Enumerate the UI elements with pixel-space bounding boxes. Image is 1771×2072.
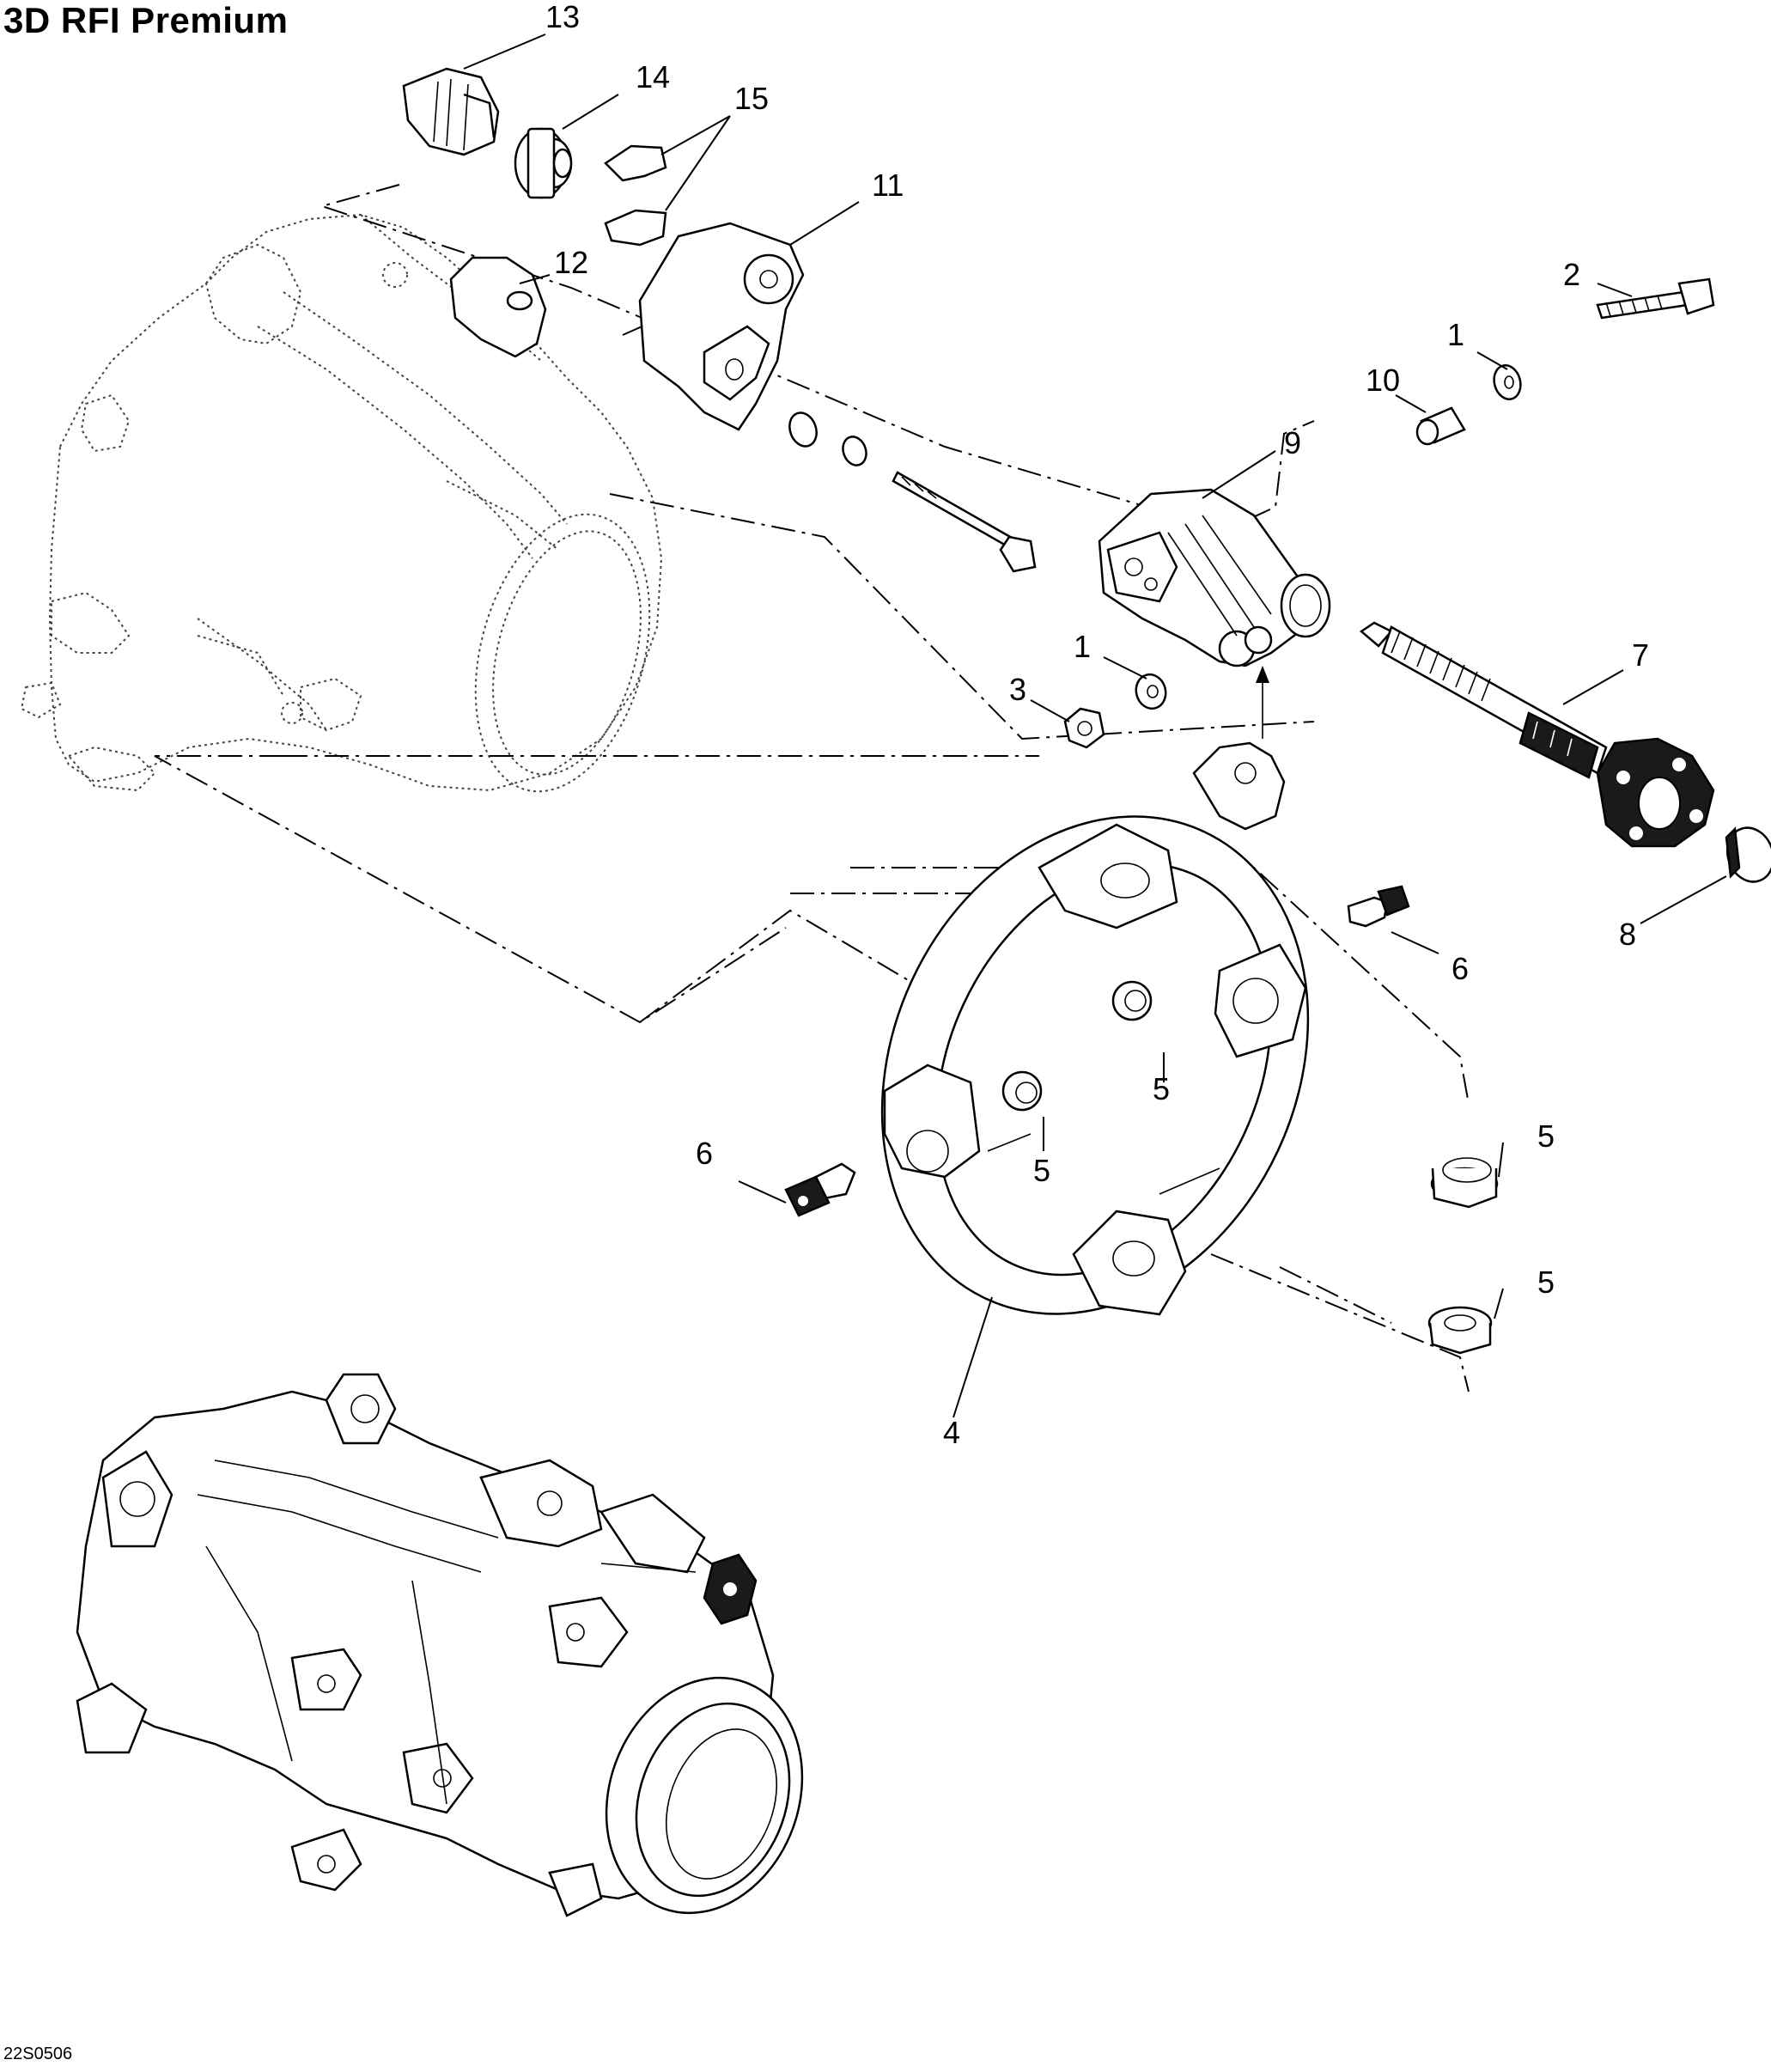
callout-5-right-lower: 5 xyxy=(1537,1265,1555,1300)
callout-1-upper: 1 xyxy=(1447,317,1464,352)
part-15-split-bushings xyxy=(604,144,667,247)
part-6-screw-lower xyxy=(784,1162,856,1217)
part-8-cap xyxy=(1725,826,1771,883)
callout-1-lower: 1 xyxy=(1074,629,1091,664)
part-4-steering-ring xyxy=(880,741,1310,1316)
callout-8: 8 xyxy=(1619,917,1636,952)
diagram-title: 3D RFI Premium xyxy=(3,0,289,40)
callout-2: 2 xyxy=(1563,257,1580,292)
callout-leaders xyxy=(463,34,1727,1418)
assembly-arrow xyxy=(1256,666,1269,739)
callout-9: 9 xyxy=(1284,425,1301,460)
part-11-washers-bolt xyxy=(788,411,1037,573)
part-13-threaded-plug xyxy=(402,67,500,156)
assembled-pump-view xyxy=(76,1373,804,1917)
callout-7: 7 xyxy=(1632,637,1649,673)
callout-11: 11 xyxy=(872,168,904,203)
figure-code: 22S0506 xyxy=(3,2045,73,2063)
part-3-nut xyxy=(1063,707,1105,749)
part-10-spacer xyxy=(1415,406,1466,446)
callout-6-left: 6 xyxy=(696,1136,713,1171)
callout-14: 14 xyxy=(636,59,670,94)
ghost-pump-housing xyxy=(20,213,663,793)
callout-numbers: 13 14 15 11 12 2 1 10 9 1 7 3 8 6 5 5 5 … xyxy=(545,0,1649,1450)
part-14-sleeve xyxy=(514,127,573,199)
callout-3: 3 xyxy=(1009,672,1026,707)
part-1-washer-upper xyxy=(1493,364,1522,400)
part-11-trim-bracket xyxy=(638,222,805,431)
callout-13: 13 xyxy=(545,0,580,34)
callout-4: 4 xyxy=(943,1415,960,1450)
part-7-adjuster-screw xyxy=(1359,621,1715,848)
part-1-washer-lower xyxy=(1135,673,1167,710)
part-5-bushing-right-lower xyxy=(1427,1306,1493,1355)
callout-5-ring-lower: 5 xyxy=(1033,1153,1050,1188)
callout-5-ring-upper: 5 xyxy=(1153,1071,1170,1106)
callout-15: 15 xyxy=(734,81,769,116)
part-2-bolt xyxy=(1596,277,1715,320)
callout-5-right-upper: 5 xyxy=(1537,1118,1555,1154)
callout-6-right: 6 xyxy=(1451,951,1469,986)
callout-10: 10 xyxy=(1366,363,1400,398)
part-5-bushing-right-upper xyxy=(1430,1157,1499,1209)
part-9-trim-lever xyxy=(1098,488,1331,667)
part-12-bracket xyxy=(449,256,547,358)
part-6-screw-upper xyxy=(1347,885,1410,928)
callout-12: 12 xyxy=(554,245,588,280)
